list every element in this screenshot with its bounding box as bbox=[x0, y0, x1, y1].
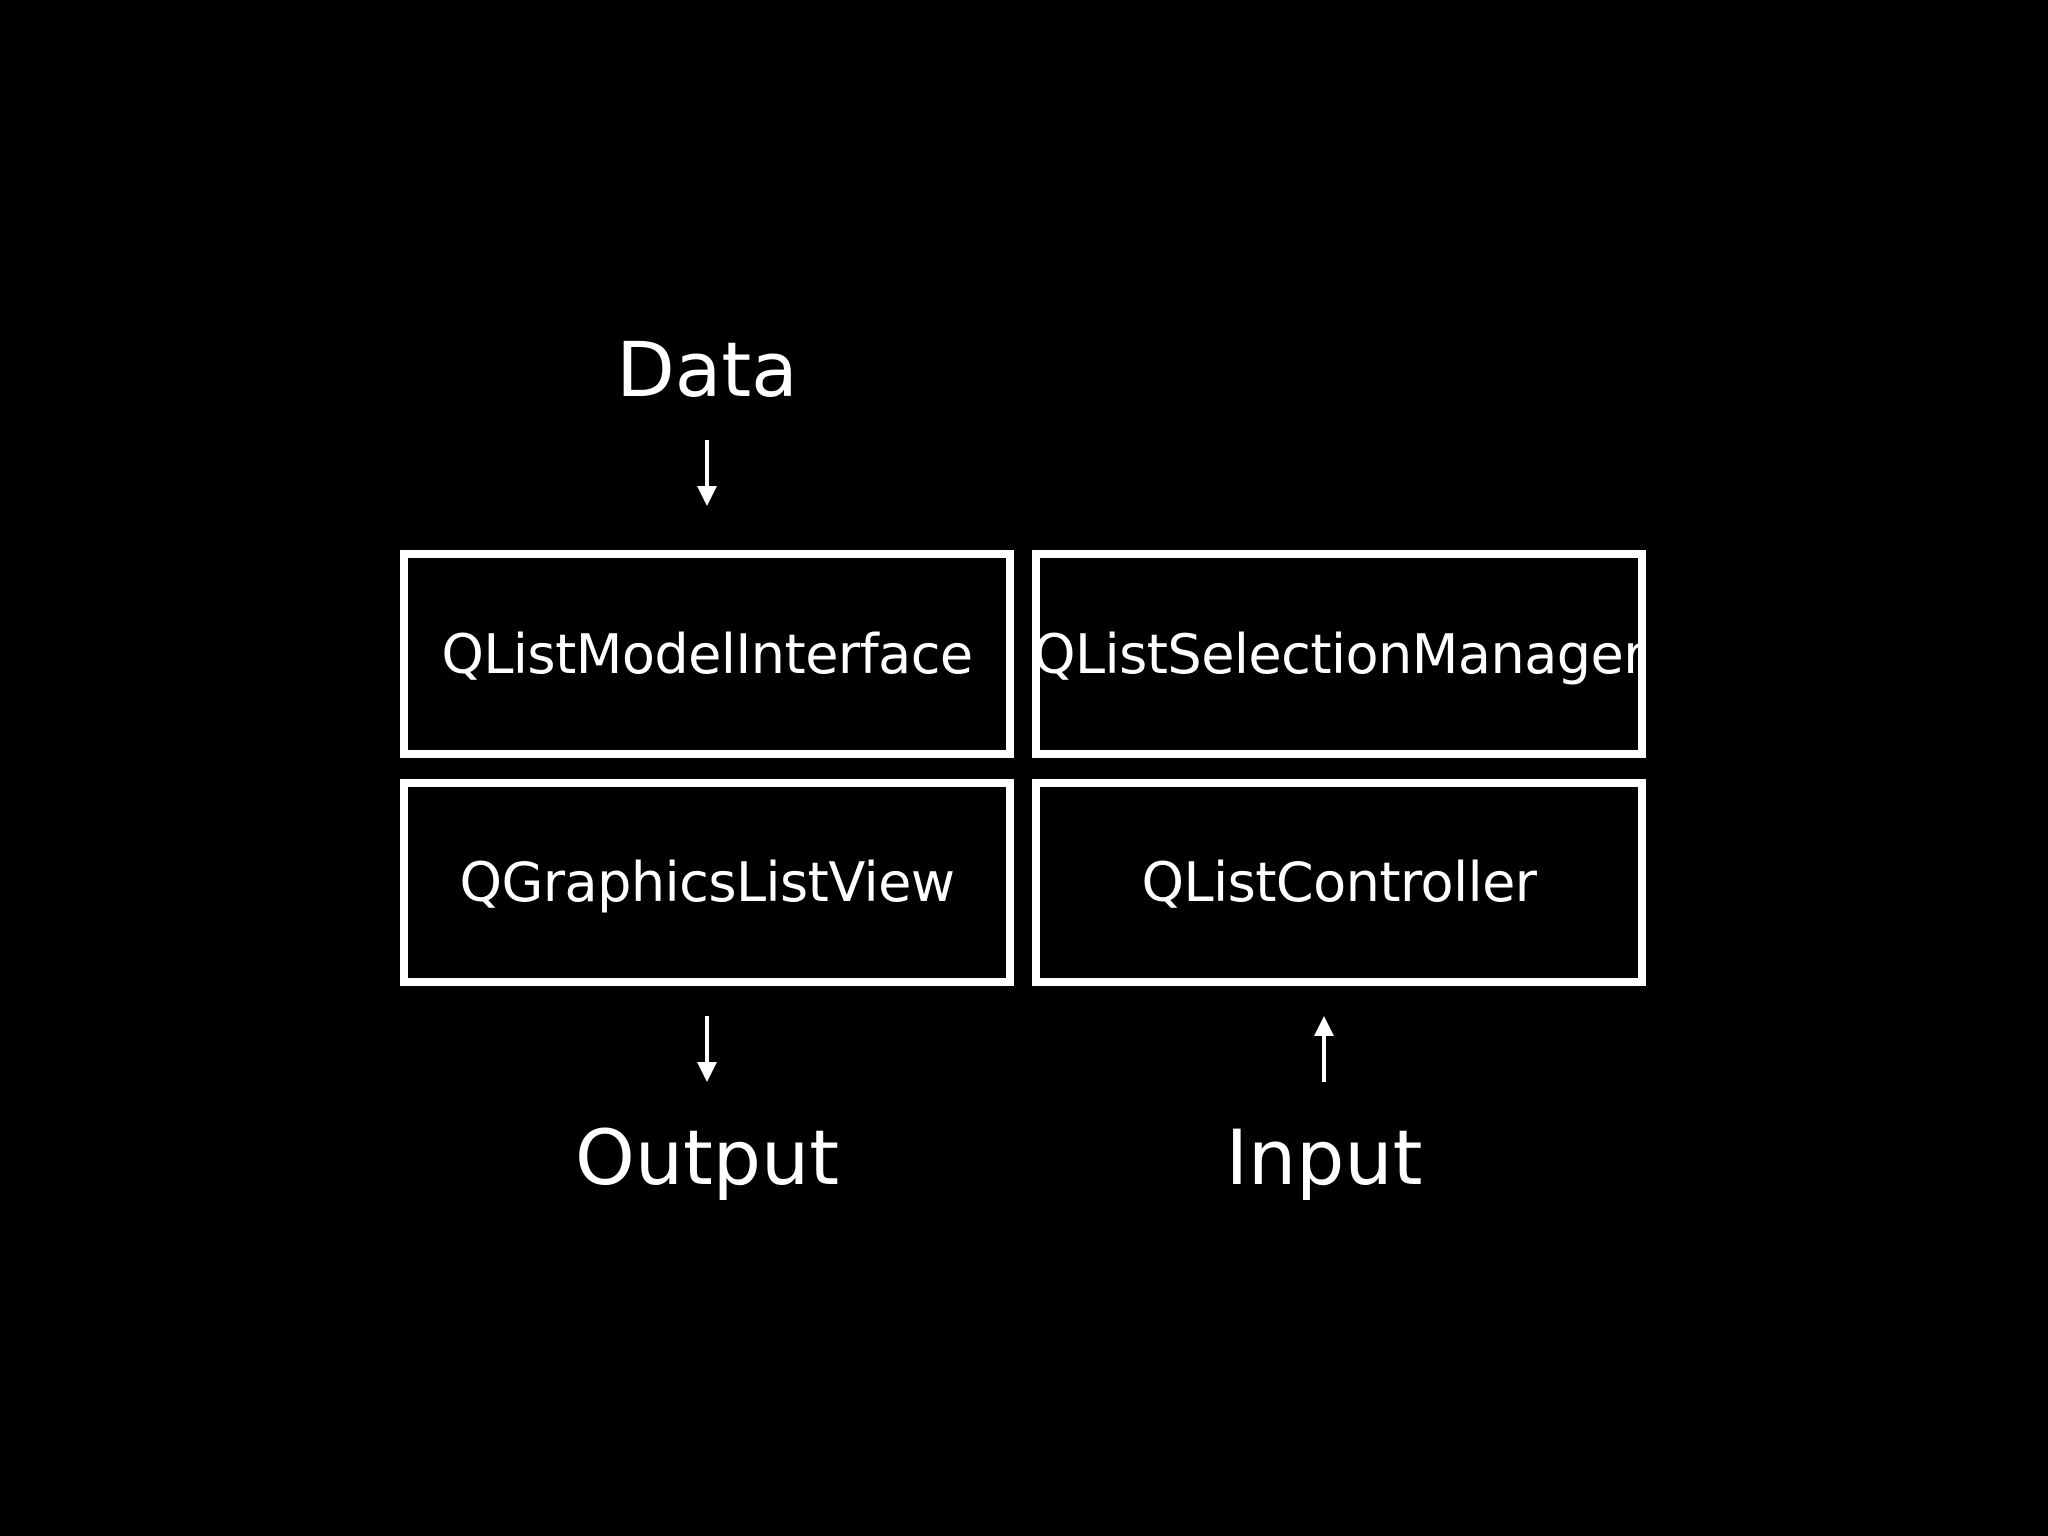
graphics-list-view-label: QGraphicsListView bbox=[459, 851, 955, 914]
output-label: Output bbox=[575, 1113, 839, 1202]
arrow-up-icon bbox=[1309, 1016, 1339, 1082]
model-interface-box: QListModelInterface bbox=[400, 550, 1014, 758]
selection-manager-label: QListSelectionManager bbox=[1033, 622, 1645, 686]
list-controller-label: QListController bbox=[1141, 851, 1537, 914]
data-label: Data bbox=[616, 325, 798, 414]
list-controller-box: QListController bbox=[1032, 779, 1646, 986]
arrow-down-icon bbox=[692, 1016, 722, 1082]
model-interface-label: QListModelInterface bbox=[441, 622, 973, 686]
selection-manager-box: QListSelectionManager bbox=[1032, 550, 1646, 758]
input-label: Input bbox=[1225, 1113, 1423, 1202]
arrow-down-icon bbox=[692, 440, 722, 506]
graphics-list-view-box: QGraphicsListView bbox=[400, 779, 1014, 986]
